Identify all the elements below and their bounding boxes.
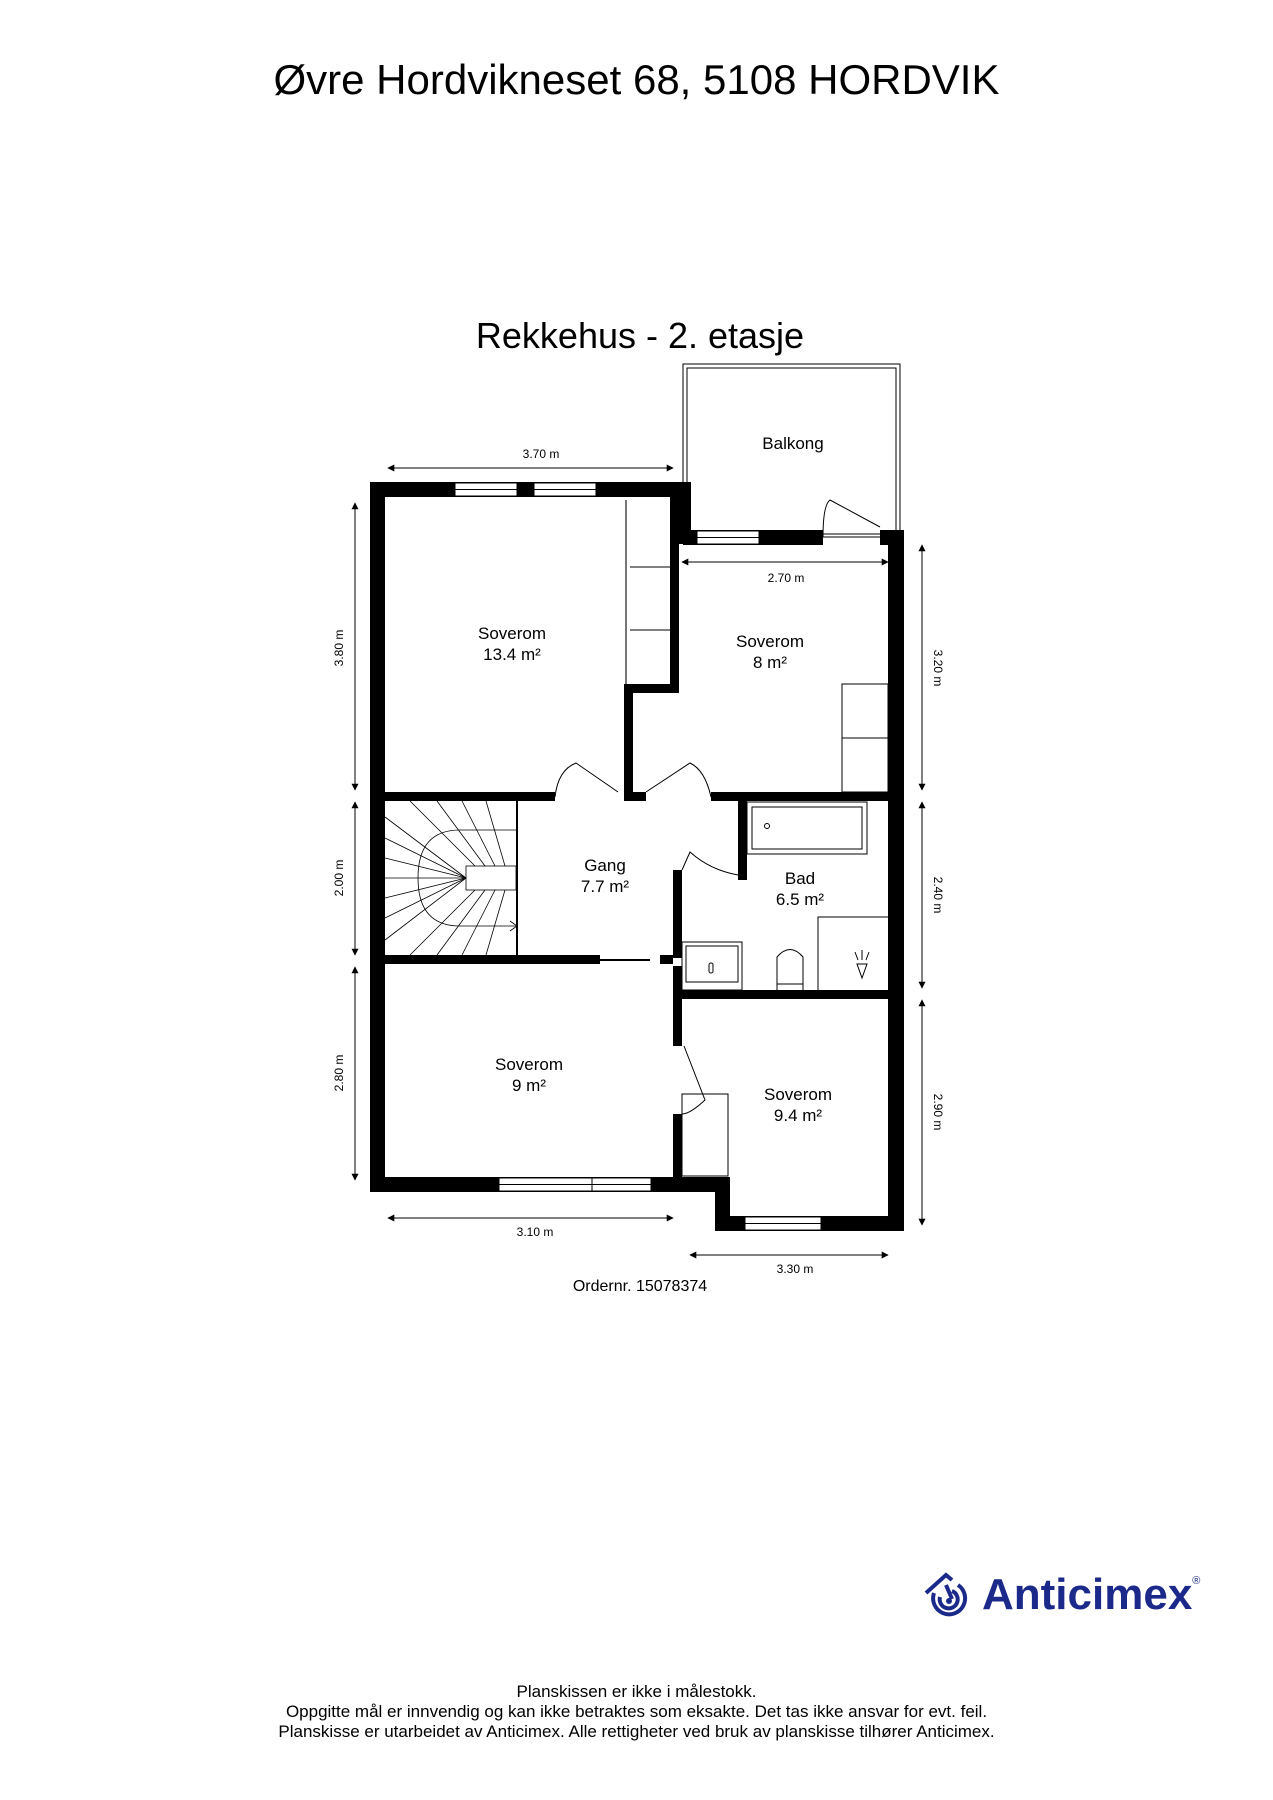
walls [370, 482, 904, 1231]
room-balkong-name: Balkong [762, 434, 823, 453]
dim-right-upper: 3.20 m [931, 650, 945, 687]
dim-right-middle: 2.40 m [931, 877, 945, 914]
windows [454, 482, 822, 1231]
room-soverom-2-area: 8 m² [753, 653, 787, 672]
dim-left-middle: 2.00 m [332, 860, 346, 897]
doors [554, 499, 881, 1115]
dim-right-lower: 2.90 m [931, 1094, 945, 1131]
room-soverom-2-name: Soverom [736, 632, 804, 651]
dim-bottom-right: 3.30 m [777, 1262, 814, 1276]
staircase [384, 800, 518, 956]
order-number: Ordernr. 15078374 [572, 1278, 708, 1295]
room-bad-name: Bad [785, 869, 815, 888]
anticimex-logo: Anticimex ® [922, 1570, 1200, 1620]
anticimex-house-spiral-icon [924, 1572, 968, 1617]
dim-top-left: 3.70 m [523, 447, 560, 461]
dim-bottom-left: 3.10 m [517, 1225, 554, 1239]
disclaimer: Planskissen er ikke i målestokk. Oppgitt… [0, 1682, 1273, 1742]
dim-top-right: 2.70 m [768, 571, 805, 585]
property-address: Øvre Hordvikneset 68, 5108 HORDVIK [273, 56, 1000, 103]
room-soverom-1-name: Soverom [478, 624, 546, 643]
disclaimer-line-2: Oppgitte mål er innvendig og kan ikke be… [285, 1702, 988, 1721]
room-soverom-3-name: Soverom [495, 1055, 563, 1074]
disclaimer-line-3: Planskisse er utarbeidet av Anticimex. A… [278, 1722, 995, 1741]
floor-title: Rekkehus - 2. etasje [475, 315, 805, 356]
dimension-labels: 3.70 m 2.70 m 3.80 m 2.00 m 2.80 m 3.20 … [332, 447, 945, 1276]
room-bad-area: 6.5 m² [776, 890, 825, 909]
room-soverom-4-name: Soverom [764, 1085, 832, 1104]
logo-wordmark: Anticimex [982, 1570, 1193, 1619]
dim-left-upper: 3.80 m [332, 630, 346, 667]
room-gang-name: Gang [584, 856, 626, 875]
room-labels: Balkong Soverom 13.4 m² Soverom 8 m² Gan… [478, 434, 832, 1125]
registered-mark: ® [1192, 1575, 1201, 1587]
dimension-lines [351, 464, 926, 1259]
room-soverom-3-area: 9 m² [512, 1076, 546, 1095]
room-soverom-1-area: 13.4 m² [483, 645, 541, 664]
room-soverom-4-area: 9.4 m² [774, 1106, 823, 1125]
disclaimer-line-1: Planskissen er ikke i målestokk. [516, 1682, 757, 1701]
wardrobe [625, 500, 670, 684]
room-gang-area: 7.7 m² [581, 877, 630, 896]
furniture [681, 683, 889, 1177]
dim-left-lower: 2.80 m [332, 1055, 346, 1092]
bathroom-fixtures [681, 801, 888, 991]
